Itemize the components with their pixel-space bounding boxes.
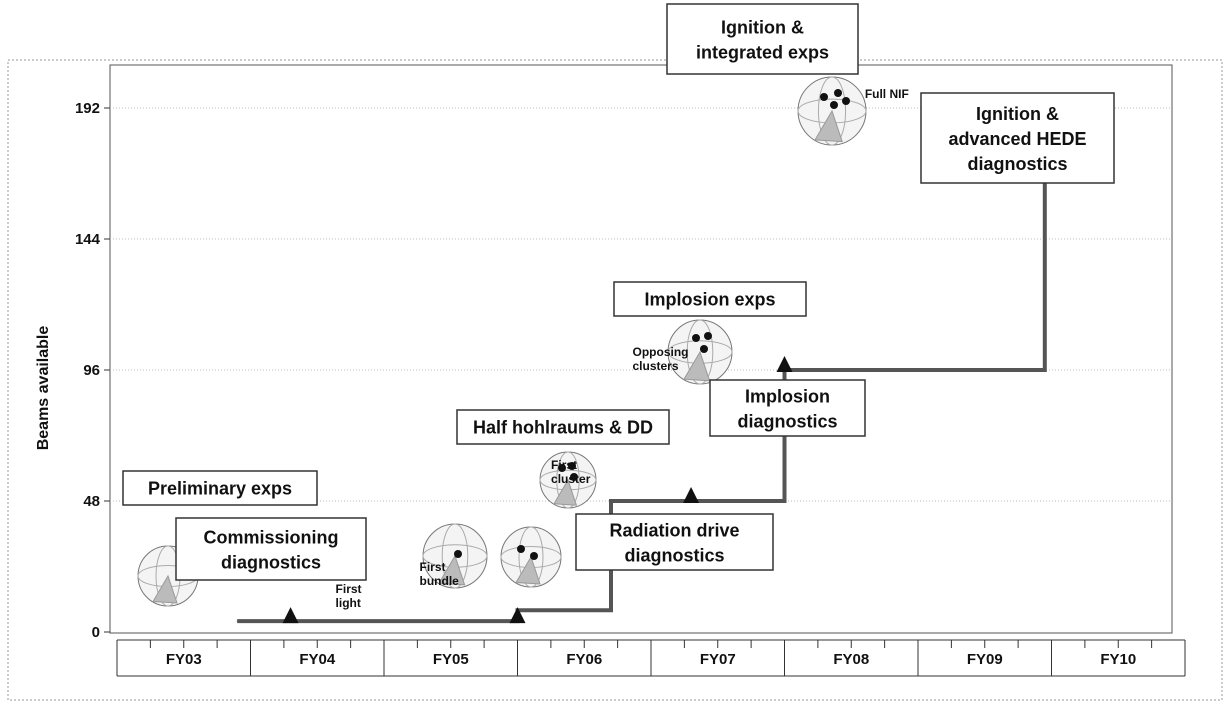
- fy-tick-label: FY04: [299, 651, 336, 668]
- annotation-implosion_diag: Implosion diagnostics: [709, 379, 866, 437]
- annotation-text: Preliminary exps: [148, 478, 292, 498]
- annotation-text: advanced HEDE: [948, 129, 1086, 149]
- annotation-ignition_exps: Ignition & integrated exps: [666, 3, 859, 75]
- milestone-label: bundle: [420, 574, 460, 588]
- series-point: [610, 609, 612, 611]
- series-point: [1044, 369, 1046, 371]
- milestone-label: light: [336, 596, 361, 610]
- globe-icon: [667, 319, 733, 385]
- y-axis-label: Beams available: [35, 326, 52, 451]
- annotation-text: Commissioning: [203, 527, 338, 547]
- annotation-text: Implosion exps: [644, 289, 775, 309]
- annotation-radiation: Radiation drive diagnostics: [575, 513, 774, 571]
- milestone-label: Full NIF: [865, 87, 909, 101]
- annotation-text: Ignition &: [976, 104, 1059, 124]
- beam-layout-icons: [137, 76, 867, 607]
- annotation-text: integrated exps: [696, 42, 829, 62]
- fy-tick-label: FY10: [1100, 651, 1136, 668]
- annotation-half_hohlraums: Half hohlraums & DD: [456, 409, 670, 445]
- annotation-text: diagnostics: [624, 545, 724, 565]
- milestone-label: clusters: [633, 359, 679, 373]
- annotation-text: diagnostics: [967, 154, 1067, 174]
- fy-axis: FY03 FY04 FY05 FY06 FY07 FY08 FY09 FY10: [116, 639, 1186, 677]
- fy-tick-label: FY09: [967, 651, 1003, 668]
- annotation-text: diagnostics: [221, 552, 321, 572]
- annotation-text: Implosion: [745, 386, 830, 406]
- globe-icon: [500, 526, 562, 588]
- series-point: [610, 500, 612, 502]
- fy-tick-label: FY03: [166, 651, 202, 668]
- y-tick-label: 144: [75, 231, 101, 248]
- fy-tick-label: FY08: [833, 651, 869, 668]
- annotation-ignition_diag: Ignition & advanced HEDE diagnostics: [920, 92, 1115, 184]
- milestone-markers: FirstlightFirstbundleFirstclusterOpposin…: [282, 87, 1053, 624]
- milestone-label: First: [420, 560, 446, 574]
- fy-tick-label: FY06: [566, 651, 602, 668]
- y-tick-label: 192: [75, 100, 100, 117]
- series-point: [784, 500, 785, 502]
- annotation-preliminary: Preliminary exps: [122, 470, 318, 506]
- y-tick-label: 48: [83, 493, 100, 510]
- globe-icon: [797, 76, 867, 146]
- globe-icon: [422, 523, 488, 589]
- milestone-marker: [776, 356, 793, 372]
- y-tick-label: 0: [92, 624, 100, 641]
- annotation-text: Ignition &: [721, 17, 804, 37]
- globe-icon: [539, 451, 597, 509]
- annotation-text: Half hohlraums & DD: [473, 417, 653, 437]
- milestone-marker: [282, 607, 299, 624]
- y-tick-label: 96: [83, 362, 100, 379]
- milestone-marker: [509, 607, 526, 624]
- fy-tick-label: FY05: [433, 651, 469, 668]
- annotation-commissioning: Commissioning diagnostics: [175, 517, 367, 581]
- milestone-label: Opposing: [633, 345, 689, 359]
- y-axis-ticks: 0 48 96 144 192: [75, 100, 110, 641]
- fy-tick-label: FY07: [700, 651, 736, 668]
- milestone-label: cluster: [551, 472, 591, 486]
- milestone-label: First: [551, 458, 577, 472]
- annotation-text: diagnostics: [737, 411, 837, 431]
- outer-frame: [7, 59, 1223, 701]
- series-point: [236, 620, 238, 622]
- milestone-marker: [683, 487, 700, 503]
- milestone-label: First: [336, 582, 362, 596]
- annotation-text: Radiation drive: [609, 520, 739, 540]
- annotation-implosion_exps: Implosion exps: [613, 281, 807, 317]
